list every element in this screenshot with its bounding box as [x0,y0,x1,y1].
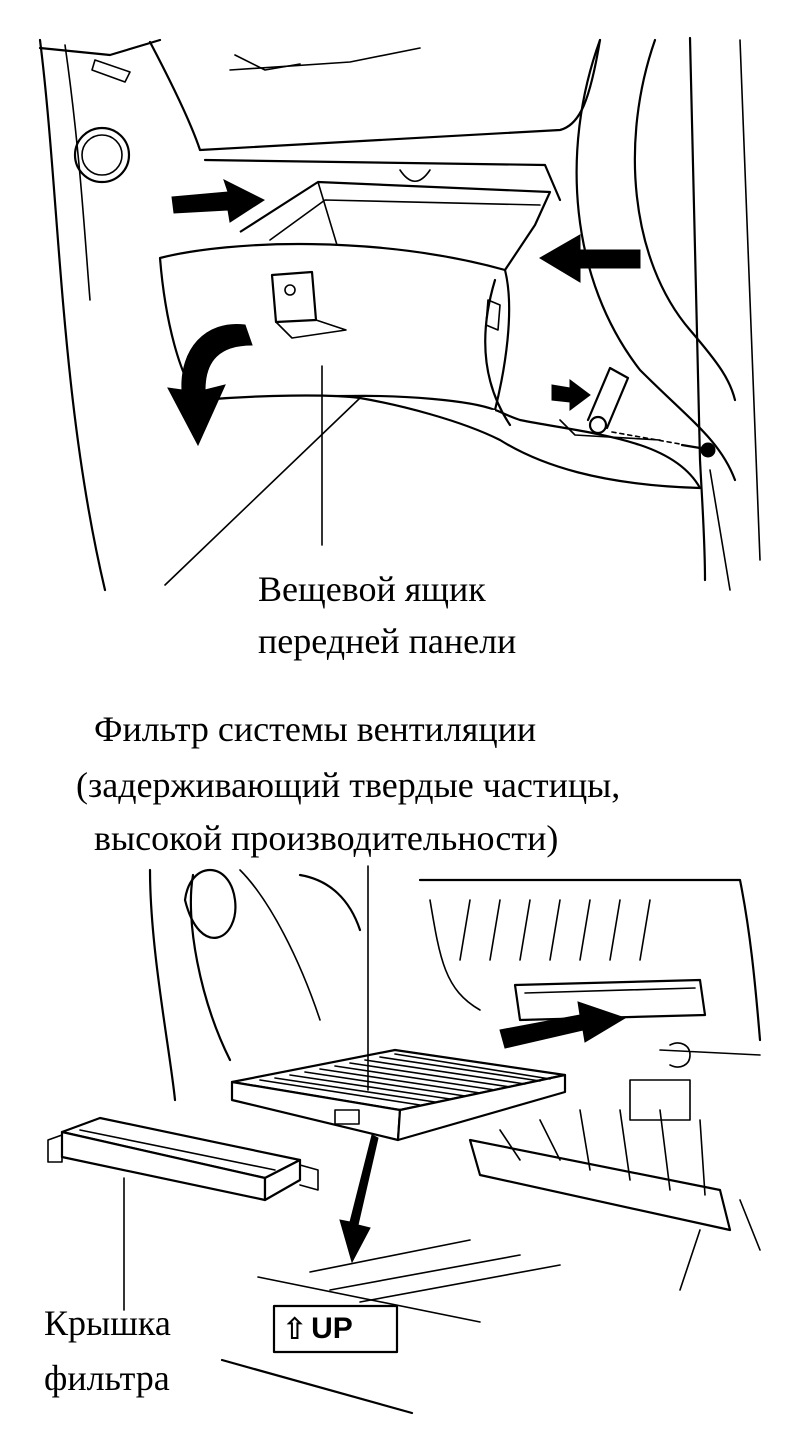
dash-far-right [739,39,761,561]
arrow-down-orient [339,1134,379,1264]
filter-label-line1: Фильтр системы вентиляции [94,709,537,749]
arrow-small-damper [551,379,591,411]
bin-edge [317,181,341,256]
filter-cover-end [263,1158,302,1202]
latch-pin [284,284,296,296]
arrow-push-left [539,234,641,283]
filter-slot [513,978,707,1022]
filter-label-line3: высокой производительности) [94,818,559,858]
structure-line [239,869,321,1021]
dash-right-curve [575,38,737,482]
dash-crease [229,47,421,71]
filter-bottom-drawing [47,865,762,1415]
filter-cover-tab-left [47,1134,63,1163]
lower-rail [468,1138,732,1232]
round-knob-inner [81,134,123,176]
damper-pivot [588,415,608,435]
hvac-left [429,899,481,1011]
arrow-insert-filter [499,1001,627,1049]
screw-shaft [680,443,702,450]
arrow-push-right [171,179,266,223]
dash-right-curve-2 [633,38,737,402]
up-label: ⇧ UP [282,1309,353,1349]
floor-line-2 [220,1358,414,1415]
filter-cover-tab-right [299,1164,319,1191]
glove-box-label-line1: Вещевой ящик [258,569,486,609]
door-stop [485,299,501,331]
structure-left [148,868,177,1102]
filter-cover-ridge [79,1129,276,1171]
screw-head [700,442,716,458]
latch-hook [399,169,431,183]
hvac-ribs [459,899,651,961]
rail-fitting [659,1042,761,1068]
door-side-edge [484,278,512,427]
screw-guide [611,431,681,445]
up-arrow-icon: ⇧ [282,1312,308,1346]
up-label-text: UP [311,1312,353,1345]
structure-left-2 [189,873,232,1062]
glove-box-door-lip [199,394,702,490]
cover-label-line1: Крышка [44,1303,171,1343]
filter-slot-inner [524,987,696,994]
dashboard-top-drawing [38,36,761,592]
round-knob [73,126,131,184]
structure-top [298,873,362,932]
opening-top [203,158,562,202]
lower-lines [679,1199,761,1291]
damper-arm [586,366,630,430]
hvac-outline [418,878,762,1042]
filter-up-mark-small [334,1109,360,1125]
latch-base [275,319,347,339]
arrow-swing-down [167,323,253,447]
lower-rail-ribs [499,1109,706,1196]
vent-slot [91,59,131,83]
round-vent [183,869,237,939]
glove-box-bin-inner [269,199,541,241]
up-label-box [272,1304,399,1354]
dash-far-right-2 [709,469,731,591]
dash-lower-edge [164,397,361,586]
floor-line-1 [257,1276,481,1323]
dash-right-pillar [688,36,707,582]
filter-label-line2: (задерживающий твердые частицы, [76,765,621,805]
damper-bracket [559,419,661,441]
cabin-filter-pleats [259,1053,551,1106]
cover-label-line2: фильтра [44,1358,170,1398]
dash-left-inner [64,44,91,301]
dash-small-line [234,54,301,71]
bracket-box [629,1079,691,1121]
floor-stripes [309,1239,561,1303]
dash-upper-panel [148,38,602,152]
dash-top-left [38,38,162,57]
glove-box-label-line2: передней панели [258,621,517,661]
dash-left-edge [38,38,107,592]
